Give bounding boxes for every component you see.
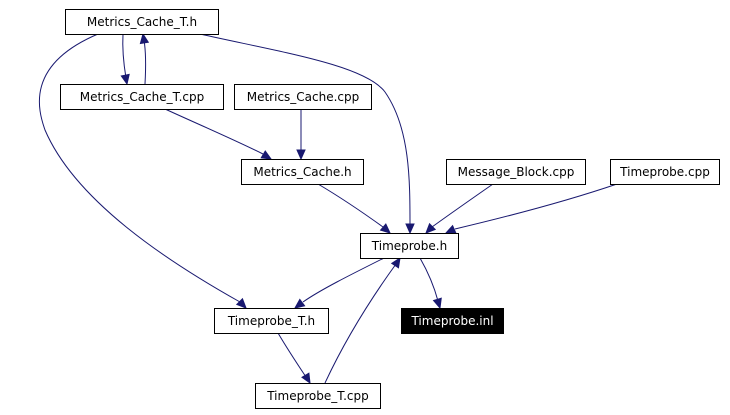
arrow-head-icon (120, 73, 130, 86)
node-box[interactable] (401, 308, 504, 334)
arrow-head-icon (301, 372, 311, 385)
arrow-head-icon (235, 297, 247, 309)
node-timeprobe-h[interactable]: Timeprobe.h (360, 233, 459, 259)
arrow-head-icon (425, 222, 437, 234)
node-label: Timeprobe.cpp (619, 165, 710, 179)
arrow-head-icon (390, 256, 401, 269)
node-label: Message_Block.cpp (458, 165, 575, 179)
node-box[interactable] (214, 308, 329, 334)
node-metrics-cache-t-cpp[interactable]: Metrics_Cache_T.cpp (60, 84, 224, 110)
edge-metrics-cache-h-to-timeprobe-h (317, 183, 391, 234)
edge-timeprobe-t-cpp-to-timeprobe-h (324, 256, 401, 384)
node-timeprobe-t-cpp[interactable]: Timeprobe_T.cpp (255, 383, 381, 409)
node-box[interactable] (255, 383, 381, 409)
node-metrics-cache-cpp[interactable]: Metrics_Cache.cpp (234, 84, 372, 110)
arrow-head-icon (405, 223, 415, 235)
arrow-head-icon (296, 149, 306, 161)
edge-timeprobe-t-h-to-timeprobe-t-cpp (277, 332, 311, 385)
edge-line (199, 33, 411, 227)
edge-line (143, 39, 147, 85)
node-box[interactable] (446, 159, 586, 185)
edge-line (38, 33, 241, 303)
arrow-head-icon (260, 150, 273, 160)
node-box[interactable] (65, 9, 219, 35)
node-label: Metrics_Cache.h (253, 165, 351, 179)
node-label: Timeprobe.h (371, 239, 447, 253)
node-label: Timeprobe_T.cpp (266, 389, 369, 403)
node-message-block-cpp[interactable]: Message_Block.cpp (446, 159, 586, 185)
node-box[interactable] (60, 84, 224, 110)
edge-line (277, 332, 307, 378)
edge-metrics-cache-t-h-to-metrics-cache-t-cpp (120, 33, 130, 86)
arrow-head-icon (294, 298, 306, 309)
edge-line (317, 183, 384, 228)
edge-timeprobe-cpp-to-timeprobe-h (444, 183, 618, 234)
node-timeprobe-cpp[interactable]: Timeprobe.cpp (610, 159, 720, 185)
node-metrics-cache-h[interactable]: Metrics_Cache.h (241, 159, 364, 185)
node-box[interactable] (241, 159, 364, 185)
node-label: Metrics_Cache.cpp (247, 90, 360, 104)
node-timeprobe-inl[interactable]: Timeprobe.inl (401, 308, 504, 334)
edge-metrics-cache-t-h-to-timeprobe-t-h (38, 33, 247, 309)
arrow-head-icon (432, 297, 442, 310)
edge-line (164, 108, 264, 155)
node-label: Metrics_Cache_T.cpp (80, 90, 204, 104)
arrow-head-icon (139, 32, 150, 45)
edge-timeprobe-h-to-timeprobe-inl (419, 257, 442, 310)
edge-timeprobe-h-to-timeprobe-t-h (294, 257, 385, 309)
node-label: Metrics_Cache_T.h (87, 15, 197, 29)
edge-metrics-cache-cpp-to-metrics-cache-h (296, 109, 306, 161)
arrow-head-icon (444, 224, 457, 234)
node-box[interactable] (360, 233, 459, 259)
edge-line (324, 263, 397, 384)
arrow-head-icon (379, 223, 391, 234)
edge-line (454, 183, 618, 230)
edge-line (419, 257, 439, 302)
node-metrics-cache-t-h[interactable]: Metrics_Cache_T.h (65, 9, 219, 35)
node-timeprobe-t-h[interactable]: Timeprobe_T.h (214, 308, 329, 334)
edges-layer (38, 32, 618, 385)
edge-metrics-cache-t-cpp-to-metrics-cache-h (164, 108, 273, 160)
edge-message-block-cpp-to-timeprobe-h (425, 183, 494, 234)
edge-line (122, 33, 127, 79)
node-label: Timeprobe_T.h (227, 314, 315, 328)
node-box[interactable] (234, 84, 372, 110)
node-box[interactable] (610, 159, 720, 185)
edge-metrics-cache-t-h-to-timeprobe-h (199, 33, 415, 235)
edge-line (431, 183, 494, 228)
node-label: Timeprobe.inl (410, 314, 493, 328)
edge-metrics-cache-t-cpp-to-metrics-cache-t-h (139, 32, 150, 85)
edge-line (302, 257, 385, 303)
